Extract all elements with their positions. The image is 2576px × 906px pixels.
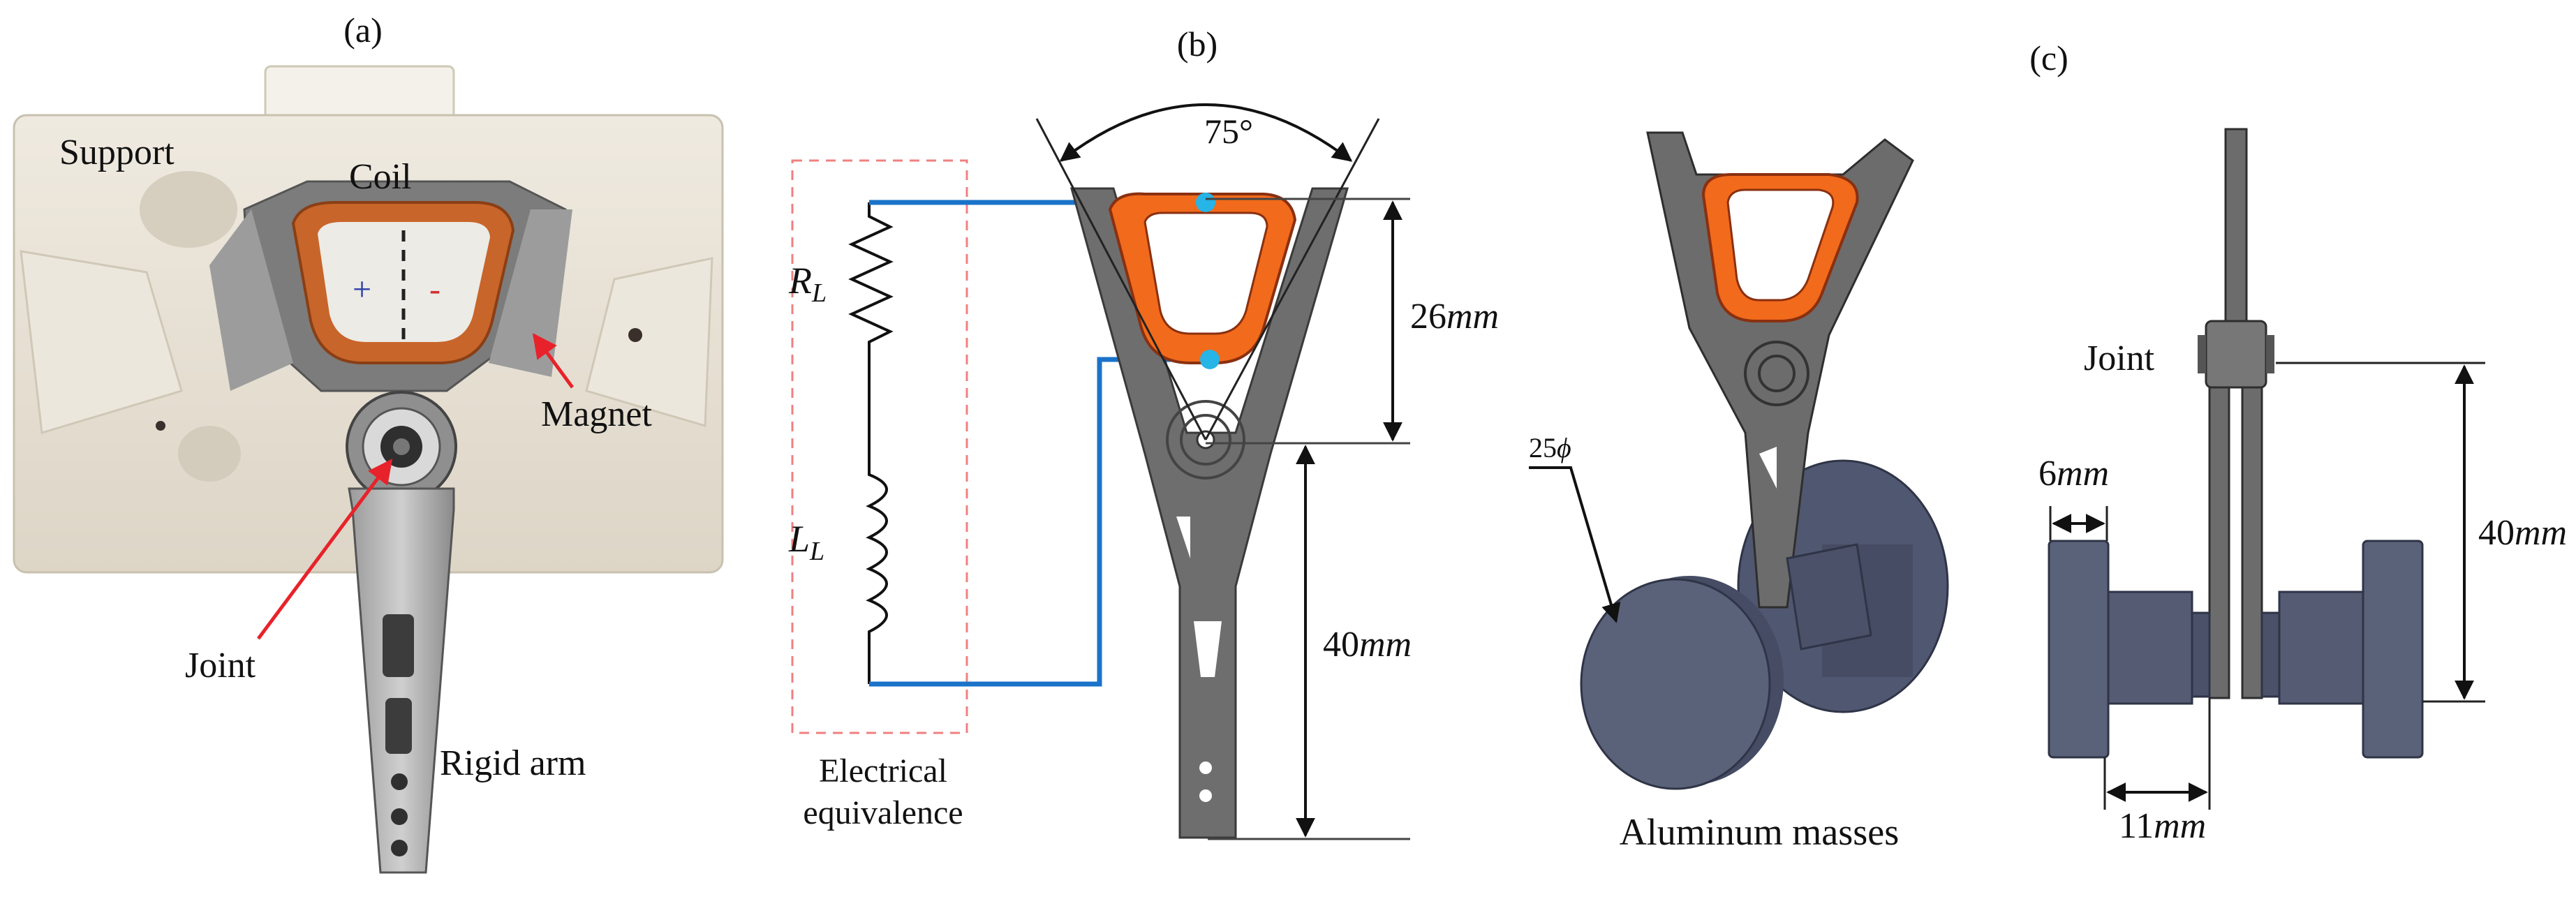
minus-sign: - xyxy=(429,271,441,308)
joint-label-photo: Joint xyxy=(185,646,256,685)
equivalence-box xyxy=(791,159,968,734)
angle-label: 75° xyxy=(1204,112,1253,151)
side-arm xyxy=(2198,128,2274,699)
panel-iso: 25ϕ Aluminum masses xyxy=(1529,131,1949,853)
angle-arc xyxy=(1059,103,1353,162)
joint-label-side: Joint xyxy=(2084,339,2155,378)
top-node-dot xyxy=(1196,193,1215,212)
panel-a-label: (a) xyxy=(343,10,383,50)
magnet-label: Magnet xyxy=(541,394,652,434)
joint-bearing xyxy=(346,391,457,503)
arm-length-label: 40mm xyxy=(1323,625,1412,664)
inductor-label: LL xyxy=(788,518,824,566)
coil-height-label: 26mm xyxy=(1410,297,1499,336)
masses-caption: Aluminum masses xyxy=(1620,811,1900,853)
right-mass xyxy=(2260,540,2424,759)
magnet-pointer xyxy=(532,333,575,389)
angle-line-left xyxy=(1035,118,1207,440)
plus-sign: + xyxy=(353,271,371,308)
panel-b: (b) RL LL Electrical equivalence xyxy=(788,24,1499,840)
front-mass xyxy=(1580,578,1771,790)
panel-b-label: (b) xyxy=(1177,24,1217,64)
equivalence-caption-1: Electrical xyxy=(819,752,947,789)
angle-line-right xyxy=(1204,118,1380,440)
offset-label: 11mm xyxy=(2119,806,2206,846)
mass-width-label: 6mm xyxy=(2038,454,2109,493)
arm-drawing xyxy=(1070,187,1349,839)
left-mass xyxy=(2048,540,2211,759)
equivalence-caption-2: equivalence xyxy=(803,794,963,831)
panel-a: (a) + - xyxy=(13,10,724,874)
rigid-arm-label: Rigid arm xyxy=(440,743,586,783)
inductor-symbol xyxy=(866,461,888,684)
panel-c-label: (c) xyxy=(2029,38,2068,77)
joint-pointer xyxy=(256,459,393,640)
iso-arm xyxy=(1646,131,1914,609)
side-length-label: 40mm xyxy=(2478,513,2567,553)
resistor-symbol xyxy=(848,202,894,461)
panel-c: (c) Joint 40mm 6mm xyxy=(2029,38,2567,846)
resistor-label: RL xyxy=(788,260,827,308)
coil-label: Coil xyxy=(349,157,412,197)
coil-photo: + - xyxy=(291,201,515,364)
support-label: Support xyxy=(59,133,175,172)
diameter-pointer xyxy=(1529,466,1621,623)
rigid-arm-photo xyxy=(348,487,455,874)
diameter-label: 25ϕ xyxy=(1529,432,1571,463)
bottom-node-dot xyxy=(1200,350,1220,369)
